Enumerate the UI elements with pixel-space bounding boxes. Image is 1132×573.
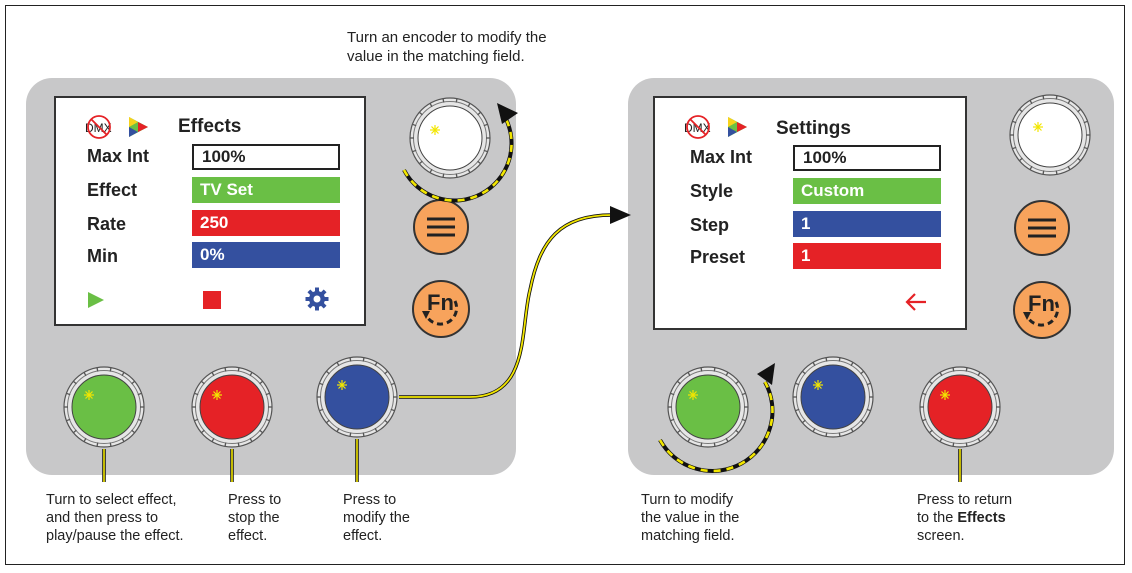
caption-turn-modify: Turn to modify the value in the matching… xyxy=(641,492,740,544)
row-label-step: Step xyxy=(690,215,730,235)
rotation-arrow-top xyxy=(402,103,518,203)
svg-text:DMX: DMX xyxy=(85,121,112,135)
field-max-int[interactable]: 100% xyxy=(793,145,941,171)
play-icon[interactable] xyxy=(86,290,106,315)
right-screen-title: Settings xyxy=(776,118,851,139)
caption-green-encoder: Turn to select effect, and then press to… xyxy=(46,492,184,544)
dmx-disabled-icon: DMX xyxy=(681,114,715,140)
svg-text:DMX: DMX xyxy=(684,121,711,135)
row-label-max-int: Max Int xyxy=(690,147,753,167)
caption-blue-encoder: Press to modify the effect. xyxy=(343,492,410,544)
red-encoder[interactable] xyxy=(919,366,1001,448)
blue-encoder[interactable] xyxy=(792,356,874,438)
fn-label: Fn xyxy=(1028,291,1055,316)
blue-encoder[interactable] xyxy=(316,356,398,438)
row-label-effect: Effect xyxy=(87,180,138,200)
caption-return: Press to return to the Effects screen. xyxy=(917,492,1013,544)
row-label-min: Min xyxy=(87,246,118,266)
color-triangle-icon xyxy=(124,114,150,140)
right-top-encoder[interactable] xyxy=(1009,94,1091,176)
left-screen-title: Effects xyxy=(178,116,242,137)
top-caption: Turn an encoder to modify the value in t… xyxy=(347,29,547,65)
diagram-frame xyxy=(5,5,1125,565)
green-encoder[interactable] xyxy=(667,366,749,448)
field-preset[interactable]: 1 xyxy=(793,243,941,269)
field-step[interactable]: 1 xyxy=(793,211,941,237)
row-label-style: Style xyxy=(690,181,734,201)
red-encoder[interactable] xyxy=(191,366,273,448)
menu-button[interactable] xyxy=(1013,199,1071,257)
leader-lines xyxy=(102,439,962,482)
fn-label: Fn xyxy=(427,290,454,315)
caption-red-encoder: Press to stop the effect. xyxy=(228,492,282,544)
menu-button[interactable] xyxy=(412,198,470,256)
back-arrow-icon[interactable] xyxy=(904,291,928,318)
row-label-max-int: Max Int xyxy=(87,146,150,166)
field-max-int[interactable]: 100% xyxy=(192,144,340,170)
green-encoder[interactable] xyxy=(63,366,145,448)
row-label-preset: Preset xyxy=(690,247,746,267)
color-triangle-icon xyxy=(723,114,749,140)
dmx-disabled-icon: DMX xyxy=(82,114,116,140)
stop-icon[interactable] xyxy=(203,291,221,314)
field-effect[interactable]: TV Set xyxy=(192,177,340,203)
left-top-encoder[interactable] xyxy=(409,97,491,179)
connector-arrow xyxy=(399,206,631,399)
field-style[interactable]: Custom xyxy=(793,178,941,204)
row-label-rate: Rate xyxy=(87,214,127,234)
gear-icon[interactable] xyxy=(305,287,329,316)
effects-bold-label: Effects xyxy=(957,510,1006,526)
field-rate[interactable]: 250 xyxy=(192,210,340,236)
field-min[interactable]: 0% xyxy=(192,242,340,268)
rotation-arrow-bottom xyxy=(658,363,775,473)
